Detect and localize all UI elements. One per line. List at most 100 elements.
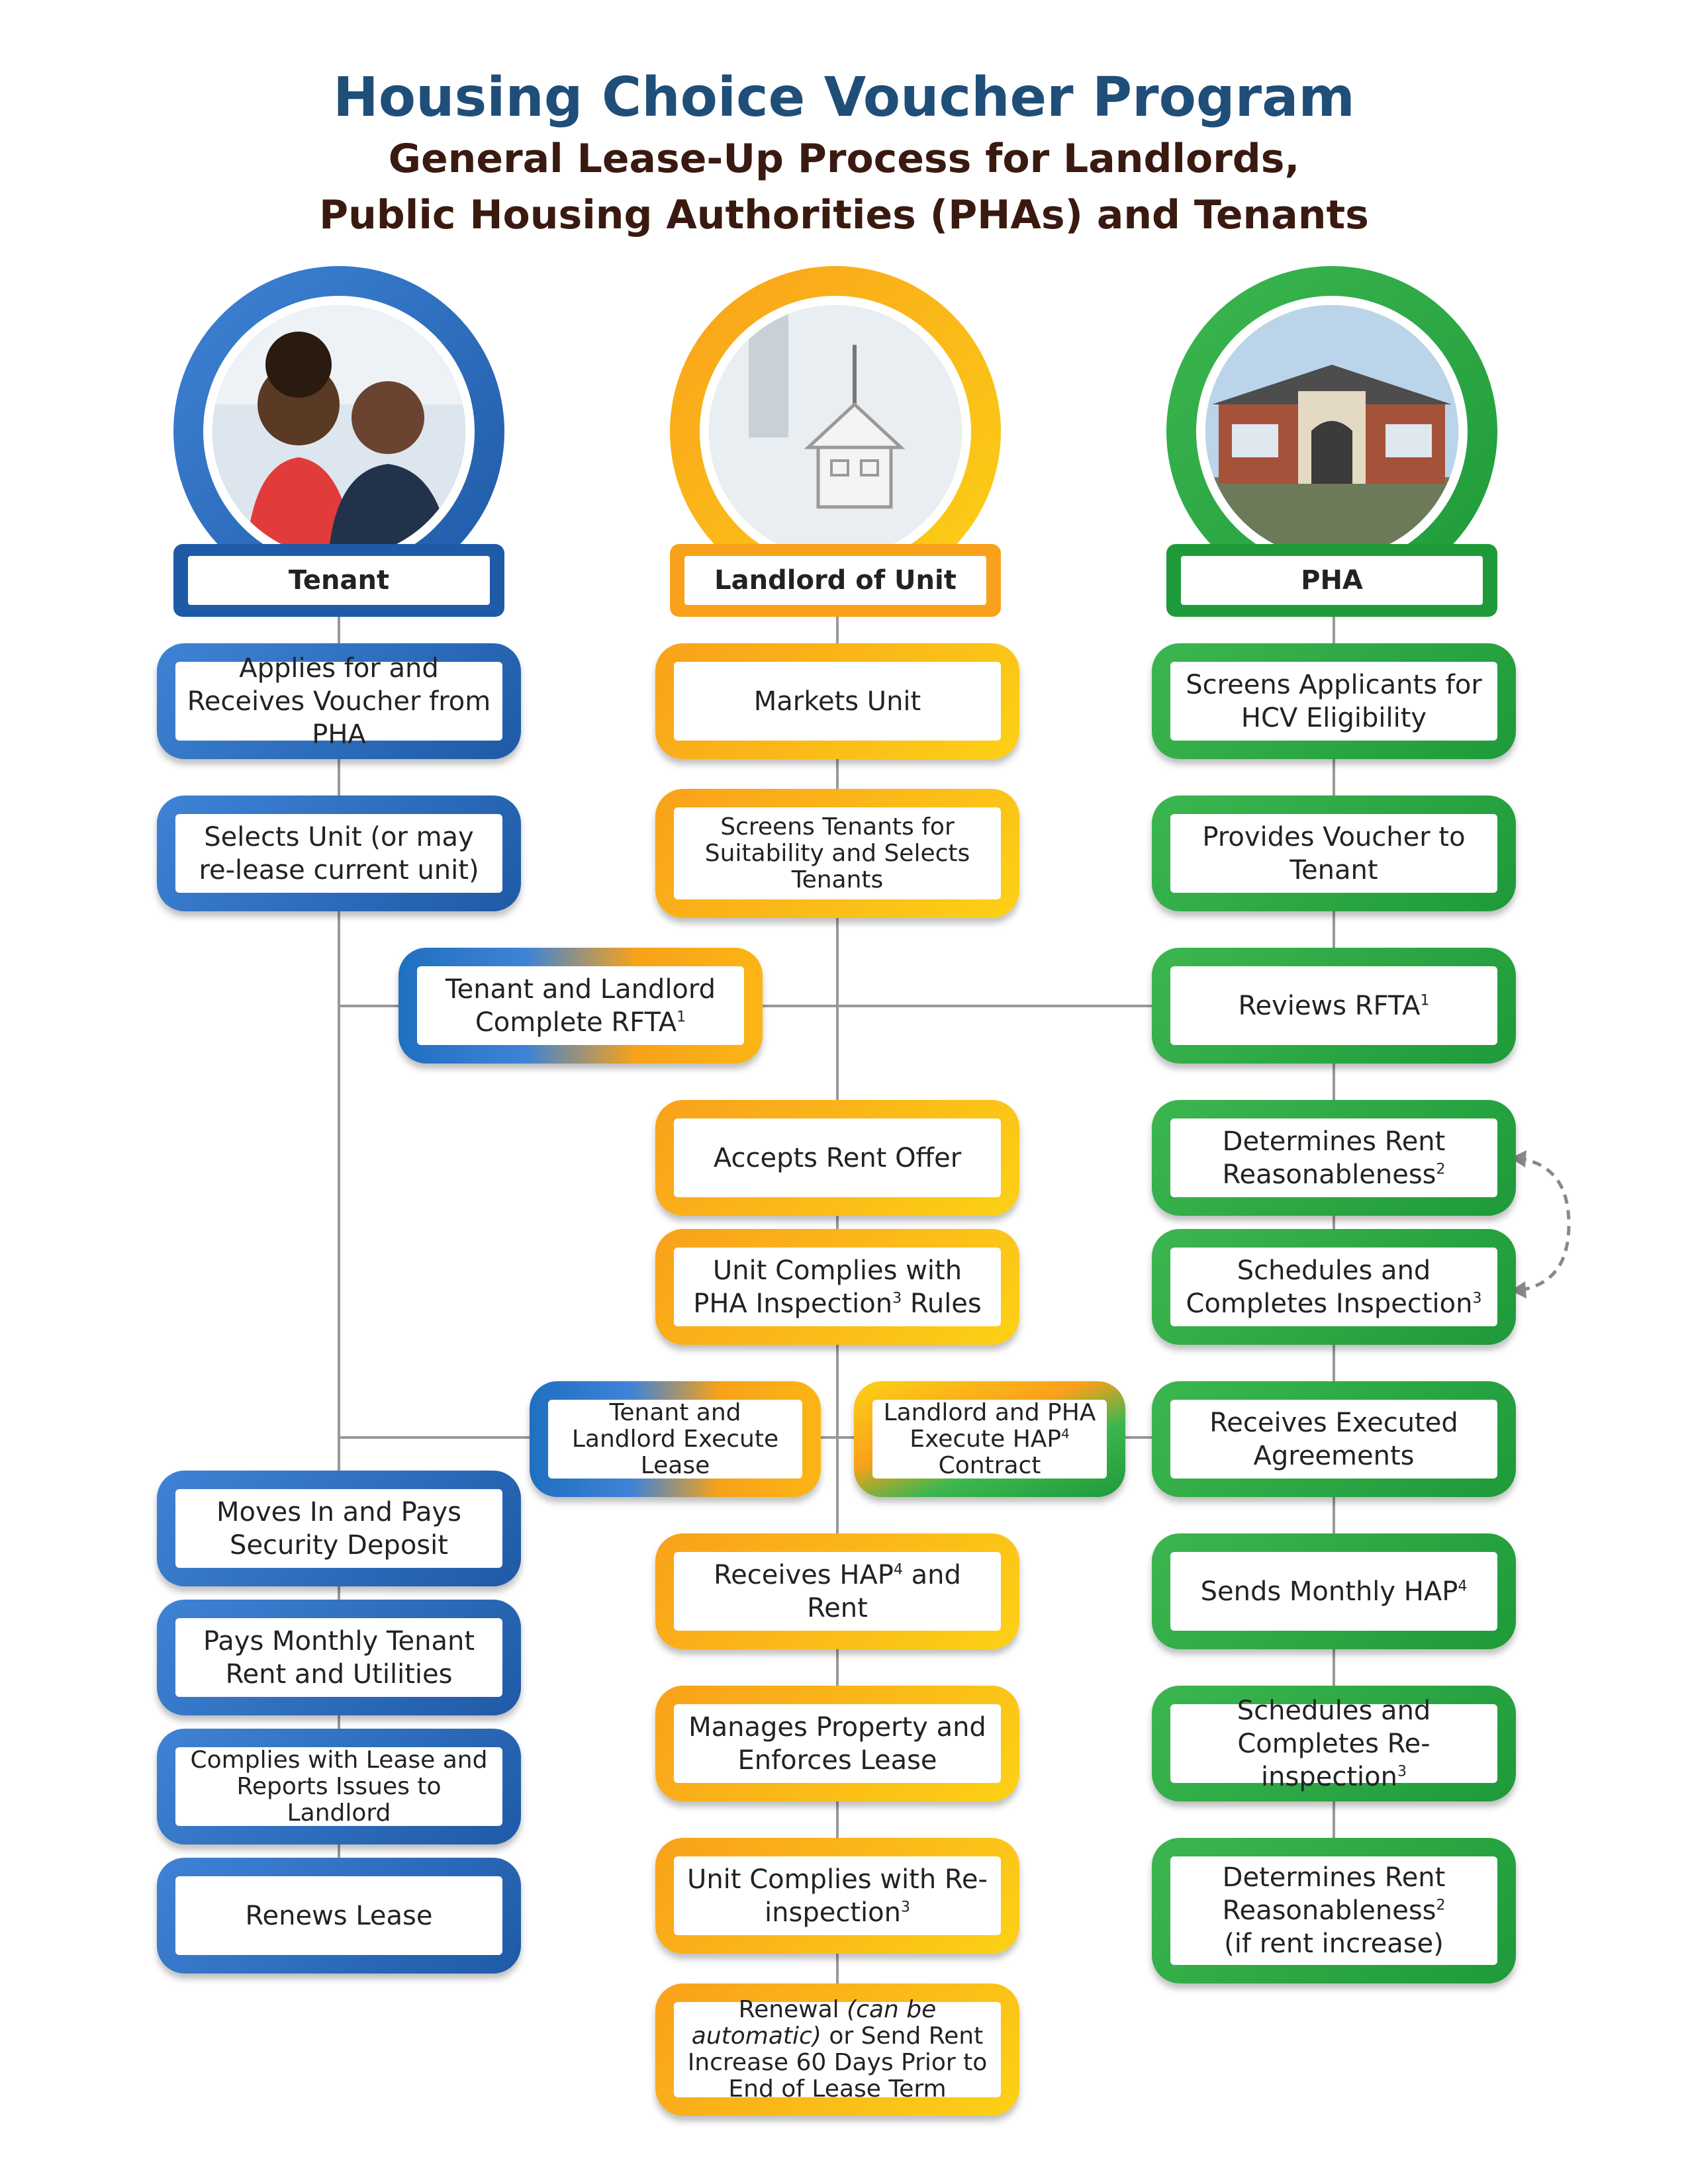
landlord-step-accepts-rent: Accepts Rent Offer: [655, 1100, 1019, 1216]
pha-step-determines-rent-increase: Determines Rent Reasonableness2 (if rent …: [1152, 1838, 1516, 1983]
pha-step-determines-rent-increase-text: Determines Rent Reasonableness2 (if rent …: [1170, 1856, 1497, 1965]
footnote-4: 4: [893, 1561, 903, 1578]
connector-lease-horizontal: [338, 1436, 1334, 1439]
column-header-pha: PHA: [1166, 544, 1497, 617]
pha-step-reviews-rfta: Reviews RFTA1: [1152, 948, 1516, 1064]
pha-step-schedules-reinspection: Schedules and Completes Re-inspection3: [1152, 1686, 1516, 1801]
footnote-2: 2: [1436, 1161, 1446, 1178]
footnote-2: 2: [1436, 1897, 1446, 1914]
footnote-4: 4: [1061, 1426, 1070, 1441]
footnote-3: 3: [892, 1290, 902, 1307]
tenant-step-moves-in: Moves In and Pays Security Deposit: [157, 1471, 521, 1586]
tenant-step-pays-rent-text: Pays Monthly Tenant Rent and Utilities: [175, 1618, 502, 1697]
footnote-3: 3: [1472, 1290, 1482, 1307]
landlord-step-markets-unit: Markets Unit: [655, 643, 1019, 759]
joint-step-complete-rfta-text: Tenant and Landlord Complete RFTA1: [417, 966, 744, 1045]
joint-step-hap-contract: Landlord and PHA Execute HAP4 Contract: [854, 1381, 1125, 1497]
tenant-step-applies-text: Applies for and Receives Voucher from PH…: [175, 653, 502, 750]
column-header-pha-label: PHA: [1181, 556, 1483, 605]
landlord-step-manages-property: Manages Property and Enforces Lease: [655, 1686, 1019, 1801]
pha-step-receives-agreements: Receives Executed Agreements: [1152, 1381, 1516, 1497]
joint-step-execute-lease-text: Tenant and Landlord Execute Lease: [548, 1399, 802, 1479]
complies-inspection-text: Unit Complies with PHA Inspection: [693, 1255, 962, 1319]
pha-step-sends-hap: Sends Monthly HAP4: [1152, 1533, 1516, 1649]
landlord-step-markets-unit-text: Markets Unit: [674, 662, 1001, 741]
page-subtitle-line2: Public Housing Authorities (PHAs) and Te…: [319, 192, 1369, 238]
renewal-rest: or Send Rent Increase 60 Days Prior to E…: [687, 2023, 988, 2103]
pha-step-provides-voucher: Provides Voucher to Tenant: [1152, 796, 1516, 911]
landlord-step-receives-hap-text: Receives HAP4 and Rent: [674, 1552, 1001, 1631]
landlord-step-renewal: Renewal (can be automatic) or Send Rent …: [655, 1983, 1019, 2116]
landlord-step-accepts-rent-text: Accepts Rent Offer: [674, 1118, 1001, 1197]
footnote-1: 1: [677, 1009, 686, 1026]
tenant-step-renews-lease: Renews Lease: [157, 1858, 521, 1974]
reviews-rfta-text: Reviews RFTA: [1238, 990, 1421, 1021]
rent-inspection-loop-arrow: [1511, 1150, 1571, 1298]
house-keychain-icon: [709, 305, 962, 558]
landlord-step-reinspection: Unit Complies with Re-inspection3: [655, 1838, 1019, 1954]
schedules-inspection-text: Schedules and Completes Inspection: [1186, 1255, 1473, 1319]
column-header-landlord-label: Landlord of Unit: [684, 556, 986, 605]
pha-step-screens-applicants-text: Screens Applicants for HCV Eligibility: [1170, 662, 1497, 741]
pha-step-determines-rent: Determines Rent Reasonableness2: [1152, 1100, 1516, 1216]
tenant-step-moves-in-text: Moves In and Pays Security Deposit: [175, 1489, 502, 1568]
determines-rent-increase-text: Determines Rent Reasonableness: [1222, 1862, 1446, 1926]
hap-contract-end: Contract: [938, 1451, 1041, 1479]
connector-tenant-vertical: [338, 609, 340, 1866]
column-header-tenant: Tenant: [173, 544, 504, 617]
footnote-3: 3: [1397, 1763, 1407, 1780]
joint-step-complete-rfta: Tenant and Landlord Complete RFTA1: [399, 948, 763, 1064]
receives-hap-text: Receives HAP: [714, 1559, 894, 1590]
footnote-1: 1: [1420, 992, 1430, 1009]
landlord-step-receives-hap: Receives HAP4 and Rent: [655, 1533, 1019, 1649]
schedules-reinspection-text: Schedules and Completes Re-inspection: [1237, 1695, 1431, 1792]
page-title: Housing Choice Voucher Program: [333, 66, 1355, 129]
pha-step-sends-hap-text: Sends Monthly HAP4: [1170, 1552, 1497, 1631]
column-header-tenant-label: Tenant: [188, 556, 490, 605]
complies-inspection-end: Rules: [902, 1288, 982, 1319]
determines-rent-text: Determines Rent Reasonableness: [1222, 1126, 1446, 1190]
pha-step-provides-voucher-text: Provides Voucher to Tenant: [1170, 814, 1497, 893]
hap-contract-text: Landlord and PHA Execute HAP: [883, 1398, 1096, 1453]
joint-step-hap-contract-text: Landlord and PHA Execute HAP4 Contract: [872, 1398, 1107, 1479]
landlord-step-screens-tenants-text: Screens Tenants for Suitability and Sele…: [674, 807, 1001, 899]
tenant-step-selects-unit: Selects Unit (or may re-lease current un…: [157, 796, 521, 911]
footnote-4: 4: [1458, 1578, 1468, 1595]
footnote-3: 3: [900, 1899, 910, 1916]
pha-step-screens-applicants: Screens Applicants for HCV Eligibility: [1152, 643, 1516, 759]
connector-rfta-horizontal: [338, 1005, 1334, 1007]
receives-hap-end: and Rent: [807, 1559, 961, 1623]
tenant-step-applies: Applies for and Receives Voucher from PH…: [157, 643, 521, 759]
landlord-step-screens-tenants: Screens Tenants for Suitability and Sele…: [655, 789, 1019, 918]
tenant-photo-circle: [173, 266, 504, 597]
tenant-step-complies-lease-text: Complies with Lease and Reports Issues t…: [175, 1747, 502, 1826]
tenant-step-renews-lease-text: Renews Lease: [175, 1876, 502, 1955]
page-subtitle-line1: General Lease-Up Process for Landlords,: [388, 136, 1300, 182]
rent-increase-note: (if rent increase): [1224, 1929, 1444, 1959]
landlord-photo-circle: [670, 266, 1001, 597]
reinspection-text: Unit Complies with Re-inspection: [687, 1864, 988, 1928]
pha-step-schedules-reinspection-text: Schedules and Completes Re-inspection3: [1170, 1696, 1497, 1792]
tenant-step-selects-unit-text: Selects Unit (or may re-lease current un…: [175, 814, 502, 893]
landlord-step-renewal-text: Renewal (can be automatic) or Send Rent …: [674, 1997, 1001, 2103]
pha-office-building-icon: [1205, 305, 1458, 558]
pha-step-schedules-inspection: Schedules and Completes Inspection3: [1152, 1229, 1516, 1345]
complete-rfta-text: Tenant and Landlord Complete RFTA: [445, 974, 716, 1038]
joint-step-execute-lease: Tenant and Landlord Execute Lease: [530, 1381, 821, 1497]
pha-step-reviews-rfta-text: Reviews RFTA1: [1170, 966, 1497, 1045]
pha-step-schedules-inspection-text: Schedules and Completes Inspection3: [1170, 1248, 1497, 1326]
pha-step-determines-rent-text: Determines Rent Reasonableness2: [1170, 1118, 1497, 1197]
landlord-step-complies-inspection-text: Unit Complies with PHA Inspection3 Rules: [674, 1248, 1001, 1326]
column-header-landlord: Landlord of Unit: [670, 544, 1001, 617]
tenant-couple-icon: [212, 305, 465, 558]
renewal-note: (can be automatic): [691, 1996, 937, 2050]
tenant-step-complies-lease: Complies with Lease and Reports Issues t…: [157, 1729, 521, 1844]
landlord-step-manages-property-text: Manages Property and Enforces Lease: [674, 1704, 1001, 1783]
tenant-step-pays-rent: Pays Monthly Tenant Rent and Utilities: [157, 1600, 521, 1715]
pha-step-receives-agreements-text: Receives Executed Agreements: [1170, 1400, 1497, 1479]
renewal-label: Renewal: [738, 1996, 847, 2023]
landlord-step-complies-inspection: Unit Complies with PHA Inspection3 Rules: [655, 1229, 1019, 1345]
landlord-step-reinspection-text: Unit Complies with Re-inspection3: [674, 1856, 1001, 1935]
sends-hap-text: Sends Monthly HAP: [1200, 1576, 1458, 1607]
